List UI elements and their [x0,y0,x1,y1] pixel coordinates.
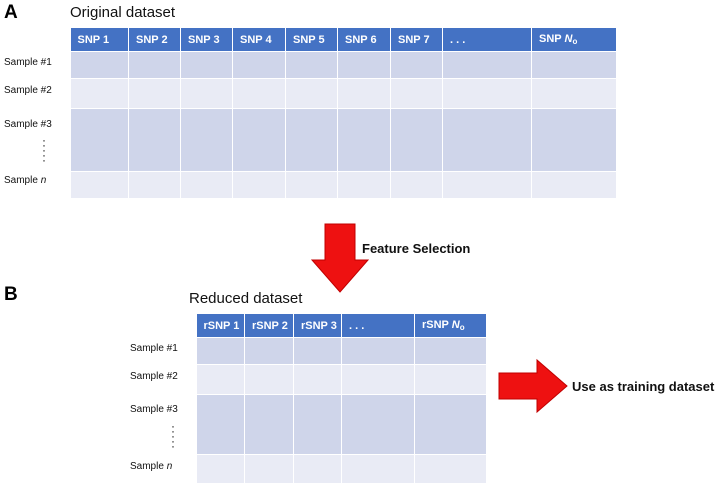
right-arrow-shape [498,358,568,414]
reduced-header-row: rSNP 1 rSNP 2 rSNP 3 . . . rSNP No [196,314,487,338]
sample-label-2: Sample #2 [4,85,52,96]
header-snp-no: SNP No [531,28,617,52]
training-dataset-arrow [498,358,568,414]
sample-label-n: Sample n [130,461,173,472]
panel-b-letter: B [4,284,18,305]
training-dataset-label: Use as training dataset [572,379,715,394]
header-rsnp-1: rSNP 1 [196,314,245,338]
header-rsnp-2: rSNP 2 [244,314,294,338]
header-snp-2: SNP 2 [128,28,181,52]
feature-selection-label: Feature Selection [362,241,471,256]
vertical-ellipsis: ····· [171,419,175,453]
table-row [196,394,487,455]
header-snp-7: SNP 7 [390,28,443,52]
table-row [70,51,617,79]
original-dataset-title: Original dataset [70,4,176,21]
table-row [196,364,487,395]
table-row [196,337,487,365]
header-rsnp-no: rSNP No [414,314,487,338]
header-rsnp-3: rSNP 3 [293,314,342,338]
header-snp-3: SNP 3 [180,28,233,52]
sample-label-3: Sample #3 [4,119,52,130]
sample-label-n: Sample n [4,175,47,186]
header-snp-1: SNP 1 [70,28,129,52]
sample-label-1: Sample #1 [130,343,178,354]
sample-label-3: Sample #3 [130,404,178,415]
header-ellipsis: . . . [442,28,532,52]
header-snp-6: SNP 6 [337,28,391,52]
sample-label-2: Sample #2 [130,371,178,382]
table-row [70,108,617,172]
vertical-ellipsis: ····· [42,133,46,167]
header-snp-4: SNP 4 [232,28,286,52]
header-ellipsis: . . . [341,314,415,338]
table-row [70,171,617,199]
down-arrow-shape [310,223,370,293]
original-dataset-table: SNP 1 SNP 2 SNP 3 SNP 4 SNP 5 SNP 6 SNP … [70,28,617,199]
header-snp-5: SNP 5 [285,28,338,52]
sample-label-1: Sample #1 [4,57,52,68]
original-header-row: SNP 1 SNP 2 SNP 3 SNP 4 SNP 5 SNP 6 SNP … [70,28,617,52]
table-row [196,454,487,484]
table-row [70,78,617,109]
panel-a-letter: A [4,2,18,23]
reduced-dataset-table: rSNP 1 rSNP 2 rSNP 3 . . . rSNP No [196,314,487,484]
feature-selection-arrow [310,223,370,293]
reduced-dataset-title: Reduced dataset [189,290,303,307]
